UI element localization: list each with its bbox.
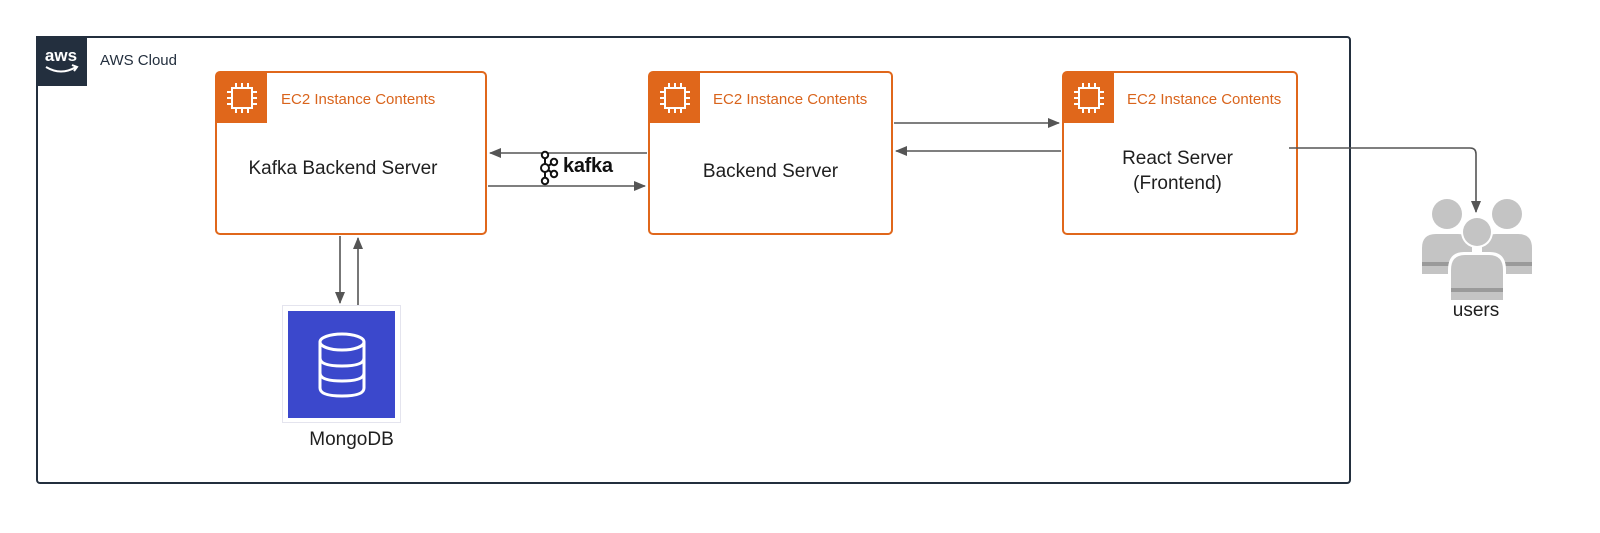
ec2-title: EC2 Instance Contents <box>713 91 868 108</box>
ec2-title: EC2 Instance Contents <box>1127 91 1282 108</box>
kafka-label: kafka <box>563 155 613 177</box>
instance-name: React Server <box>1122 148 1233 169</box>
aws-logo-icon: aws <box>36 36 87 86</box>
mongodb-label: MongoDB <box>309 429 394 450</box>
users-icon <box>1422 196 1534 309</box>
instance-subtitle: (Frontend) <box>1133 173 1222 194</box>
database-icon <box>288 311 395 418</box>
aws-cloud-label: AWS Cloud <box>100 52 177 69</box>
chip-icon <box>217 73 267 123</box>
aws-cloud-container <box>36 36 1351 484</box>
ec2-title: EC2 Instance Contents <box>281 91 436 108</box>
users-label: users <box>1452 300 1500 321</box>
instance-name: Kafka Backend Server <box>248 158 438 179</box>
ec2-backend-server: EC2 Instance Contents Backend Server <box>648 71 893 235</box>
svg-text:aws: aws <box>45 46 77 65</box>
ec2-react-server: EC2 Instance Contents React Server (Fron… <box>1062 71 1298 235</box>
chip-icon <box>1064 73 1114 123</box>
chip-icon <box>650 73 700 123</box>
kafka-logo-icon <box>537 150 561 191</box>
arrow-react-to-users <box>1289 147 1481 213</box>
instance-name: Backend Server <box>702 161 839 182</box>
ec2-kafka-backend-server: EC2 Instance Contents Kafka Backend Serv… <box>215 71 487 235</box>
